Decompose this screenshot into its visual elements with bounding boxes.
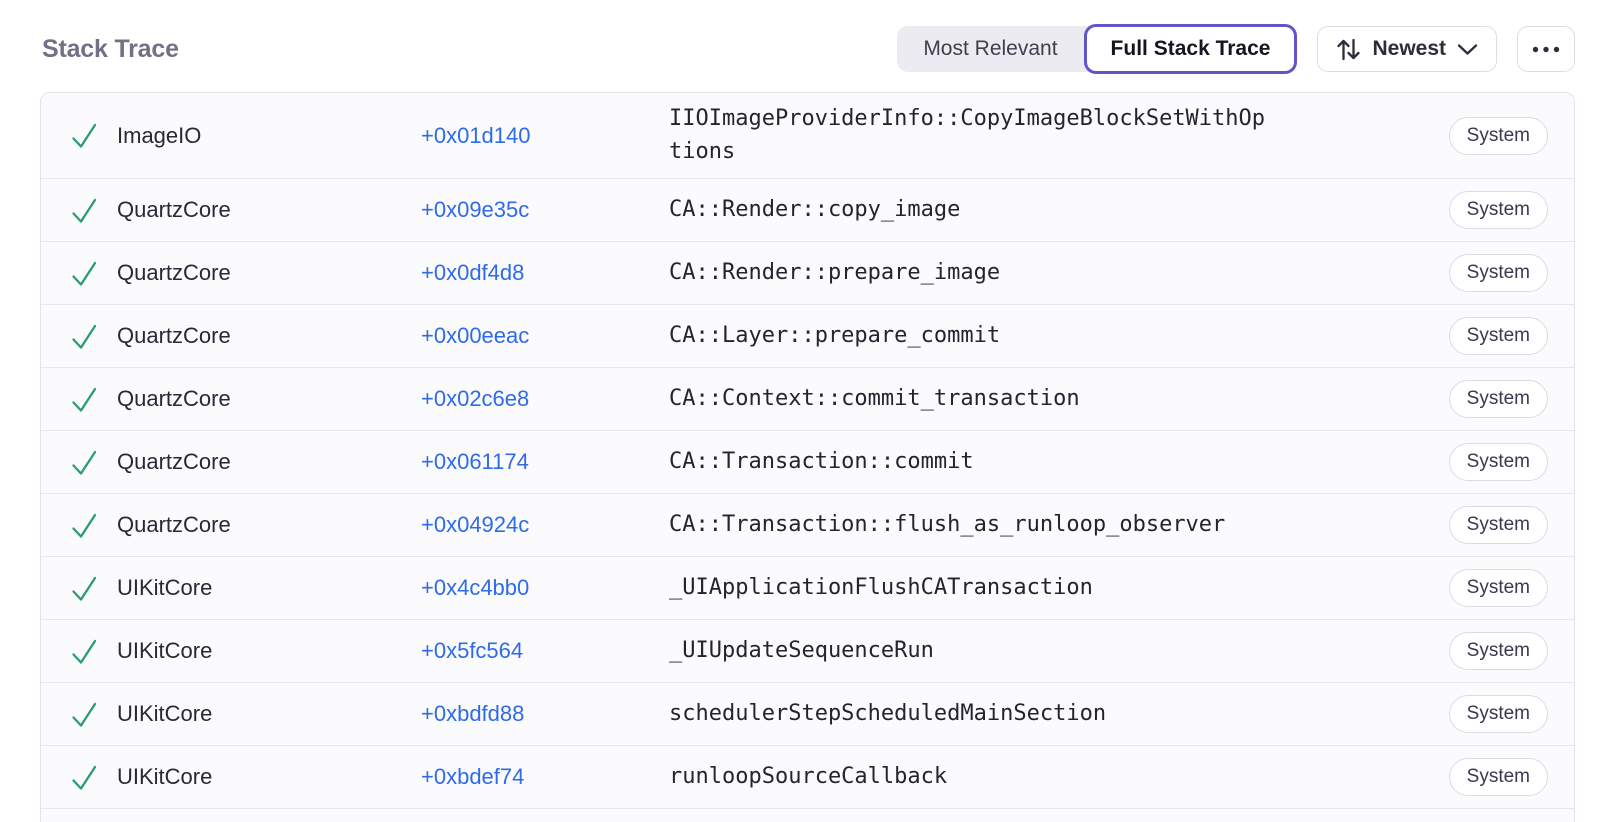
function-name: CA::Layer::prepare_commit <box>669 322 1001 348</box>
module-name: QuartzCore <box>117 260 231 286</box>
check-icon <box>69 699 99 730</box>
module-name: UIKitCore <box>117 638 213 664</box>
stack-frame-row[interactable]: UIKitCore +0x4c4bb0 _UIApplicationFlushC… <box>41 556 1574 619</box>
stack-frame-row[interactable]: UIKitCore +0xbdef74 runloopSourceCallbac… <box>41 745 1574 808</box>
frame-origin-badge: System <box>1448 569 1548 608</box>
function-name: CA::Transaction::commit <box>669 448 974 474</box>
check-icon <box>69 636 99 667</box>
more-options-button[interactable] <box>1517 26 1575 72</box>
function-name: IIOImageProviderInfo::CopyImageBlockSetW… <box>669 106 1266 164</box>
function-name: _UIUpdateSequenceRun <box>669 637 934 663</box>
module-name: QuartzCore <box>117 197 231 223</box>
table-row-cutoff <box>41 808 1574 822</box>
address-offset-link[interactable]: +0x00eeac <box>421 323 530 349</box>
stack-frame-row[interactable]: QuartzCore +0x09e35c CA::Render::copy_im… <box>41 178 1574 241</box>
module-name: QuartzCore <box>117 323 231 349</box>
stack-frame-row[interactable]: QuartzCore +0x061174 CA::Transaction::co… <box>41 430 1574 493</box>
check-icon <box>69 120 99 151</box>
module-name: UIKitCore <box>117 701 213 727</box>
page-title: Stack Trace <box>42 34 179 63</box>
stack-frame-row[interactable]: UIKitCore +0xbdfd88 schedulerStepSchedul… <box>41 682 1574 745</box>
function-name: schedulerStepScheduledMainSection <box>669 700 1107 726</box>
module-name: ImageIO <box>117 122 202 148</box>
frame-origin-badge: System <box>1448 695 1548 734</box>
function-name: CA::Render::prepare_image <box>669 259 1001 285</box>
address-offset-link[interactable]: +0x0df4d8 <box>421 260 525 286</box>
ellipsis-icon <box>1532 46 1560 53</box>
address-offset-link[interactable]: +0x5fc564 <box>421 638 524 664</box>
check-icon <box>69 321 99 352</box>
function-name: _UIApplicationFlushCATransaction <box>669 574 1093 600</box>
module-name: UIKitCore <box>117 575 213 601</box>
address-offset-link[interactable]: +0x02c6e8 <box>421 386 530 412</box>
function-name: CA::Transaction::flush_as_runloop_observ… <box>669 511 1226 537</box>
address-offset-link[interactable]: +0x09e35c <box>421 197 530 223</box>
stack-frame-row[interactable]: QuartzCore +0x04924c CA::Transaction::fl… <box>41 493 1574 556</box>
stack-frame-row[interactable]: QuartzCore +0x02c6e8 CA::Context::commit… <box>41 367 1574 430</box>
header-controls: Most Relevant Full Stack Trace Newest <box>897 24 1575 74</box>
check-icon <box>69 762 99 793</box>
sort-arrows-icon <box>1336 36 1361 63</box>
frame-origin-badge: System <box>1448 632 1548 671</box>
frame-origin-badge: System <box>1448 191 1548 230</box>
frame-origin-badge: System <box>1448 317 1548 356</box>
module-name: QuartzCore <box>117 449 231 475</box>
stack-trace-table: ImageIO +0x01d140 IIOImageProviderInfo::… <box>40 92 1575 822</box>
check-icon <box>69 573 99 604</box>
address-offset-link[interactable]: +0x01d140 <box>421 122 531 148</box>
address-offset-link[interactable]: +0xbdfd88 <box>421 701 525 727</box>
function-name: CA::Render::copy_image <box>669 196 961 222</box>
frame-origin-badge: System <box>1448 506 1548 545</box>
function-name: runloopSourceCallback <box>669 763 948 789</box>
check-icon <box>69 384 99 415</box>
chevron-down-icon <box>1457 43 1478 56</box>
sort-order-button[interactable]: Newest <box>1317 26 1497 72</box>
most-relevant-button[interactable]: Most Relevant <box>897 26 1083 72</box>
check-icon <box>69 447 99 478</box>
check-icon <box>69 510 99 541</box>
module-name: QuartzCore <box>117 386 231 412</box>
frame-origin-badge: System <box>1448 758 1548 797</box>
check-icon <box>69 195 99 226</box>
stack-frame-row[interactable]: QuartzCore +0x00eeac CA::Layer::prepare_… <box>41 304 1574 367</box>
view-toggle: Most Relevant Full Stack Trace <box>897 24 1298 74</box>
frame-origin-badge: System <box>1448 254 1548 293</box>
stack-frame-row[interactable]: ImageIO +0x01d140 IIOImageProviderInfo::… <box>41 93 1574 178</box>
stack-trace-header: Stack Trace Most Relevant Full Stack Tra… <box>0 0 1614 74</box>
sort-order-label: Newest <box>1372 37 1446 60</box>
check-icon <box>69 258 99 289</box>
full-stack-trace-button[interactable]: Full Stack Trace <box>1083 24 1298 74</box>
module-name: QuartzCore <box>117 512 231 538</box>
frame-origin-badge: System <box>1448 443 1548 482</box>
module-name: UIKitCore <box>117 764 213 790</box>
frame-origin-badge: System <box>1448 116 1548 155</box>
function-name: CA::Context::commit_transaction <box>669 385 1080 411</box>
stack-frame-row[interactable]: UIKitCore +0x5fc564 _UIUpdateSequenceRun… <box>41 619 1574 682</box>
stack-frame-row[interactable]: QuartzCore +0x0df4d8 CA::Render::prepare… <box>41 241 1574 304</box>
address-offset-link[interactable]: +0x04924c <box>421 512 530 538</box>
frame-origin-badge: System <box>1448 380 1548 419</box>
address-offset-link[interactable]: +0x061174 <box>421 449 529 475</box>
address-offset-link[interactable]: +0x4c4bb0 <box>421 575 530 601</box>
address-offset-link[interactable]: +0xbdef74 <box>421 764 525 790</box>
